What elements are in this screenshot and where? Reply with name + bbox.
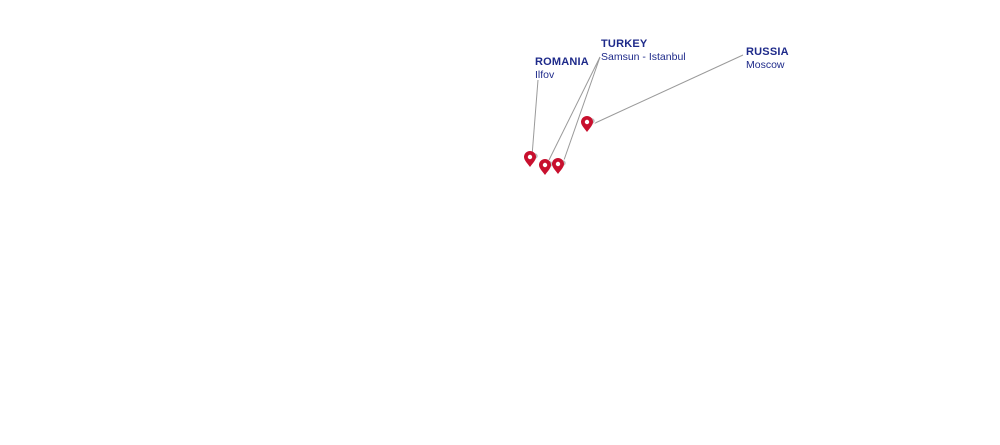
location-label-turkey: TURKEY Samsun - Istanbul [601,38,686,64]
location-label-romania: ROMANIA Ilfov [535,56,589,82]
leader-lines [531,54,744,161]
country-name: ROMANIA [535,56,589,68]
leader-line-turkey-istanbul [563,56,601,161]
leader-line-romania [531,79,539,157]
country-name: RUSSIA [746,46,789,58]
city-name: Moscow [746,59,785,72]
leader-line-russia [592,54,744,125]
city-name: Ilfov [535,69,555,82]
leader-line-turkey-samsun [548,56,601,161]
city-name: Samsun - Istanbul [601,51,686,64]
location-pin-icon[interactable] [524,151,539,167]
location-label-russia: RUSSIA Moscow [746,46,789,72]
location-pin-icon[interactable] [552,158,567,174]
location-pin-icon[interactable] [581,116,596,132]
location-pin-icon[interactable] [539,159,554,175]
country-name: TURKEY [601,38,648,50]
